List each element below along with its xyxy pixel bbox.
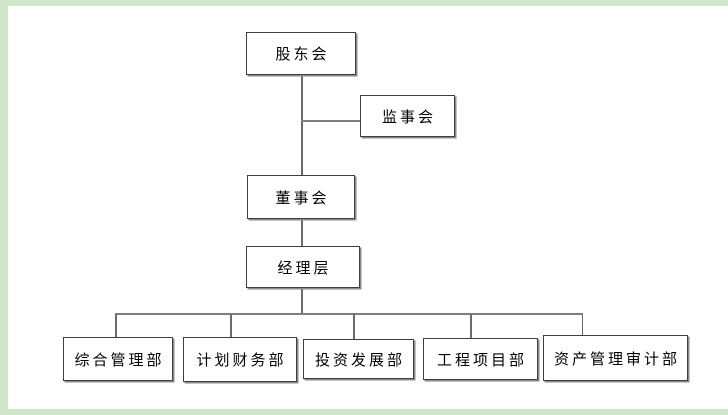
node-label: 经理层 [277, 260, 332, 277]
node-shareholders-meeting: 股东会 [246, 32, 356, 75]
node-management-level: 经理层 [246, 246, 360, 288]
node-board-of-directors: 董事会 [247, 175, 355, 219]
node-investment-development-dept: 投资发展部 [303, 339, 414, 379]
connector-management-to-bus [301, 288, 303, 314]
node-planning-finance-dept: 计划财务部 [183, 337, 297, 382]
node-general-management-dept: 综合管理部 [63, 337, 173, 381]
page-margin-bottom [0, 409, 728, 415]
node-engineering-project-dept: 工程项目部 [423, 338, 538, 380]
node-label: 投资发展部 [314, 352, 405, 369]
node-asset-management-audit-dept: 资产管理审计部 [543, 335, 688, 381]
connector-distribution-bus [115, 313, 583, 315]
connector-directors-to-management [301, 219, 303, 247]
node-label: 计划财务部 [196, 353, 287, 369]
connector-stub-asset-audit [581, 314, 583, 336]
node-supervisory-board: 监事会 [360, 95, 455, 137]
connector-stub-planning-finance [230, 314, 232, 338]
node-label: 工程项目部 [436, 352, 527, 369]
connector-stub-engineering-project [470, 314, 472, 338]
node-label: 董事会 [275, 190, 330, 207]
connector-stub-investment-development [353, 314, 355, 339]
page-margin-top [0, 0, 728, 6]
node-label: 股东会 [275, 47, 330, 63]
node-label: 综合管理部 [74, 352, 165, 369]
node-label: 资产管理审计部 [553, 351, 680, 368]
connector-branch-supervisory [301, 120, 361, 122]
connector-stub-general-management [115, 314, 117, 338]
connector-shareholders-to-directors [301, 75, 303, 175]
page-margin-left [0, 0, 8, 415]
node-label: 监事会 [381, 109, 436, 126]
